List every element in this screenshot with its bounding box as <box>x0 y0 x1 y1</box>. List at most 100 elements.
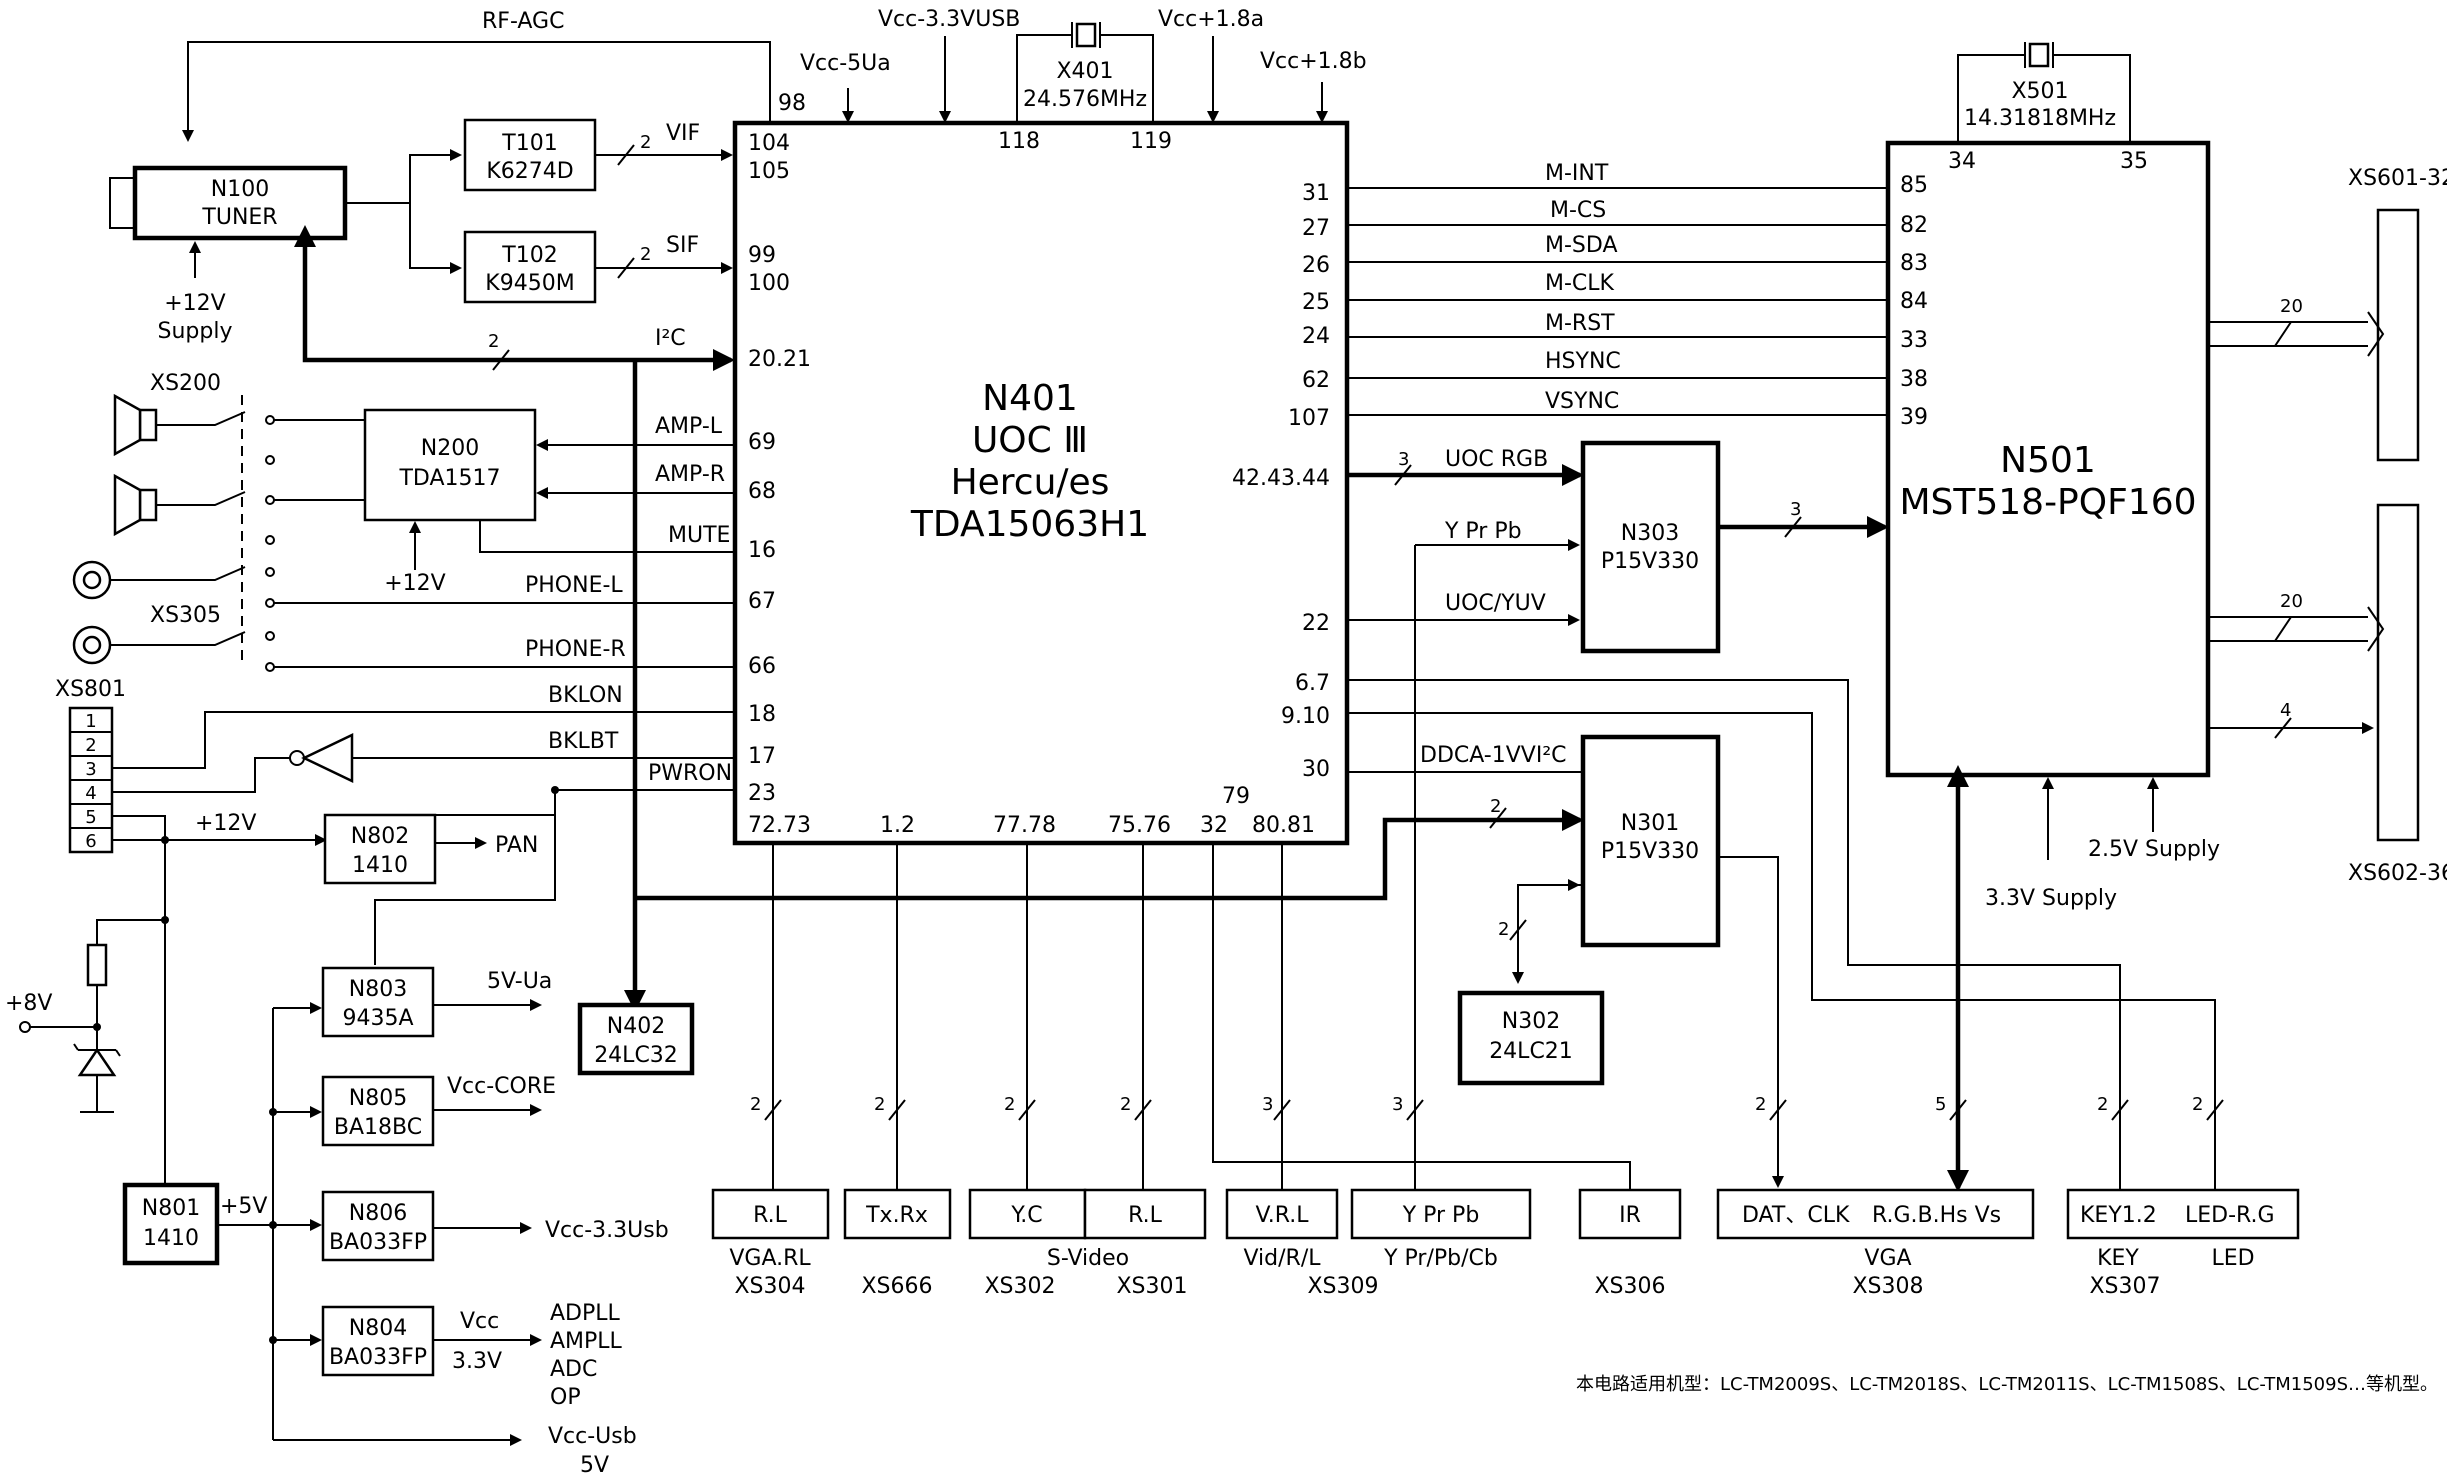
conn-sub: KEY <box>2097 1246 2139 1271</box>
n401-pin: 22 <box>1302 611 1330 636</box>
m-clk-label: M-CLK <box>1545 271 1615 296</box>
n401-pin: 24 <box>1302 324 1330 349</box>
vcc-5ua-label: Vcc-5Ua <box>800 51 891 76</box>
xs200-label: XS200 <box>150 371 221 396</box>
vcc-core-label: Vcc-CORE <box>447 1074 556 1099</box>
m-cs-label: M-CS <box>1550 198 1606 223</box>
n401-line1: UOC Ⅲ <box>972 420 1088 461</box>
xs801-pin: 5 <box>85 807 96 828</box>
t101-part: K6274D <box>486 159 573 184</box>
x401-id: X401 <box>1056 59 1113 84</box>
conn-cell: R.L <box>1128 1203 1162 1228</box>
n301-part: P15V330 <box>1601 839 1699 864</box>
vcc33usb-label: Vcc-3.3Usb <box>545 1218 669 1243</box>
n302-part: 24LC21 <box>1489 1039 1573 1064</box>
n501-pin: 39 <box>1900 405 1928 430</box>
uoc-rgb-width: 3 <box>1398 449 1409 470</box>
vsync-label: VSYNC <box>1545 389 1619 414</box>
n303-id: N303 <box>1621 521 1679 546</box>
m-rst-label: M-RST <box>1545 311 1615 336</box>
conn-id: XS307 <box>2089 1274 2160 1299</box>
phone-l-label: PHONE-L <box>525 573 623 598</box>
conn-cell: V.R.L <box>1256 1203 1310 1228</box>
n401-block: N401 UOC Ⅲ Hercu/es TDA15063H1 104 105 1… <box>732 120 1350 846</box>
n401-pin: 75.76 <box>1108 813 1171 838</box>
n401-pin: 6.7 <box>1295 671 1330 696</box>
wire-width: 3 <box>1392 1094 1403 1115</box>
audio-section: N200 TDA1517 AMP-L AMP-R MUTE +12V XS200 <box>72 371 735 672</box>
t102-part: K9450M <box>485 271 574 296</box>
tuner-supply-word: Supply <box>158 319 233 344</box>
n401-pin: 99 <box>748 243 776 268</box>
wire-width: 2 <box>2097 1094 2108 1115</box>
n401-pin: 23 <box>748 781 776 806</box>
conn-sub: Vid/R/L <box>1243 1246 1321 1271</box>
n401-pin: 26 <box>1302 253 1330 278</box>
i2c-width: 2 <box>488 331 499 352</box>
vcc-33usb-label: Vcc-3.3VUSB <box>878 7 1020 32</box>
n501-pin: 85 <box>1900 173 1928 198</box>
n802-input-label: +12V <box>195 811 256 836</box>
x401-freq: 24.576MHz <box>1023 87 1147 112</box>
n501-pin: 33 <box>1900 328 1928 353</box>
usb-5v-label: 5V <box>580 1453 609 1478</box>
i2c-n301-width: 2 <box>1490 796 1501 817</box>
n401-pin: 30 <box>1302 757 1330 782</box>
mute-label: MUTE <box>668 523 730 548</box>
n803-part: 9435A <box>342 1006 413 1031</box>
x501-freq: 14.31818MHz <box>1964 106 2116 131</box>
n804-part: BA033FP <box>329 1345 427 1370</box>
sif-label: SIF <box>666 233 699 258</box>
conn-cell: KEY1.2 <box>2080 1203 2157 1228</box>
adpll-label: ADPLL <box>550 1301 621 1326</box>
n302-id: N302 <box>1502 1009 1560 1034</box>
n806-part: BA033FP <box>329 1230 427 1255</box>
n401-pin: 77.78 <box>993 813 1056 838</box>
conn-cell: R.L <box>753 1203 787 1228</box>
n806-id: N806 <box>349 1201 407 1226</box>
hsync-label: HSYNC <box>1545 349 1621 374</box>
v5ua-label: 5V-Ua <box>487 969 552 994</box>
conn-sub: LED <box>2211 1246 2254 1271</box>
n501-part: MST518-PQF160 <box>1899 482 2196 523</box>
n401-pin: 16 <box>748 538 776 563</box>
uoc-rgb-label: UOC RGB <box>1445 447 1548 472</box>
conn-cell: LED-R.G <box>2185 1203 2275 1228</box>
n401-pin: 17 <box>748 744 776 769</box>
n501-section: N501 MST518-PQF160 34 35 85 82 83 84 33 … <box>1347 42 2447 911</box>
xs801-label: XS801 <box>55 677 126 702</box>
n501-pin: 84 <box>1900 289 1928 314</box>
n401-pin: 72.73 <box>748 813 811 838</box>
m-sda-label: M-SDA <box>1545 233 1618 258</box>
m-int-label: M-INT <box>1545 161 1609 186</box>
n100-part: TUNER <box>201 205 277 230</box>
n200-supply: +12V <box>384 571 445 596</box>
xs801-pin: 2 <box>85 735 96 756</box>
n100-id: N100 <box>211 177 269 202</box>
conn-cell: Tx.Rx <box>865 1203 928 1228</box>
amp-l-label: AMP-L <box>655 414 723 439</box>
vcc-18a-label: Vcc+1.8a <box>1158 7 1264 32</box>
wire-width: 3 <box>1262 1094 1273 1115</box>
conn-id: XS301 <box>1116 1274 1187 1299</box>
n401-pin: 98 <box>778 91 806 116</box>
n401-pin: 25 <box>1302 290 1330 315</box>
sup33-label: 3.3V Supply <box>1985 886 2117 911</box>
n401-pin: 100 <box>748 271 790 296</box>
xs601-connector <box>2376 208 2420 462</box>
n301-id: N301 <box>1621 811 1679 836</box>
vif-label: VIF <box>666 121 700 146</box>
power-section: XS801 1 2 3 4 5 6 BKLON BKLBT PWRON <box>5 677 735 1478</box>
conn-id: XS308 <box>1852 1274 1923 1299</box>
xs602-connector <box>2376 503 2420 842</box>
n303-out-width: 3 <box>1790 499 1801 520</box>
conn-sub: VGA <box>1864 1246 1911 1271</box>
n402-part: 24LC32 <box>594 1043 678 1068</box>
n401-line3: TDA15063H1 <box>910 504 1149 545</box>
conn-cell: R.G.B.Hs Vs <box>1872 1203 2001 1228</box>
n802-id: N802 <box>351 824 409 849</box>
n804-id: N804 <box>349 1316 407 1341</box>
n401-id: N401 <box>982 378 1078 419</box>
